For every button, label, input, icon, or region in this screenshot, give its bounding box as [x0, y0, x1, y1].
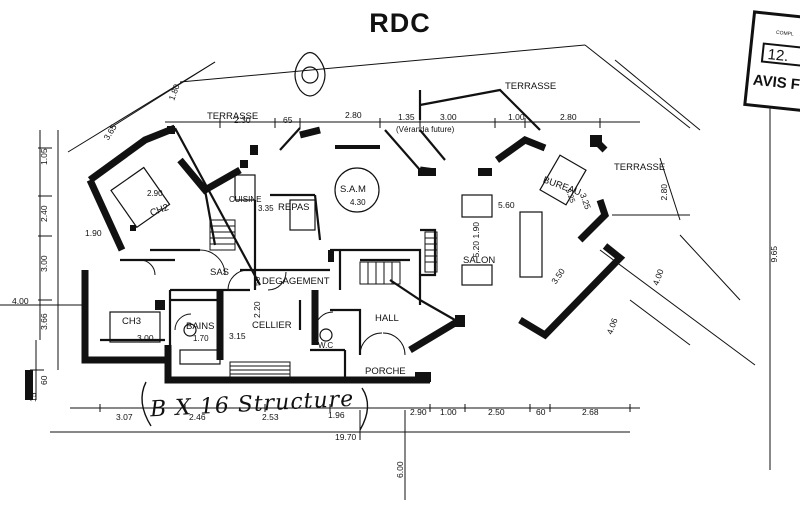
- approval-stamp: COMPL 12. AVIS F: [743, 10, 800, 114]
- wall-posts: [25, 126, 602, 400]
- room-label-cellier: CELLIER: [252, 320, 292, 331]
- dim-bottom-7: 2.50: [488, 407, 505, 417]
- plan-title: RDC: [369, 8, 431, 38]
- interior-walls: [100, 88, 541, 380]
- room-label-wc: W.C: [318, 341, 334, 350]
- dim-left-5: 3.00: [39, 255, 49, 272]
- dim-inner-2: 3.15: [229, 331, 246, 341]
- dim-top-2: 65: [283, 115, 293, 125]
- dim-bottom-6: 1.00: [440, 407, 457, 417]
- dim-below-total: 6.00: [395, 461, 405, 478]
- dim-inner-6: 5.20: [471, 240, 482, 258]
- dim-top-4: 1.35: [398, 112, 415, 122]
- stamp-box: 12.: [760, 42, 800, 68]
- dim-top-1: 2.30: [234, 115, 251, 125]
- dim-left-4: 1.90: [85, 228, 102, 238]
- dim-left-7: 3.66: [39, 313, 49, 330]
- room-label-degagement: DEGAGEMENT: [262, 276, 330, 287]
- dim-diag-7: 2.80: [659, 183, 670, 201]
- room-label-bains: BAINS: [186, 321, 215, 332]
- dim-inner-5: 1.90: [471, 221, 482, 239]
- dim-bottom-4: 1.96: [328, 410, 345, 420]
- stamp-line-2: COMPL: [775, 29, 794, 38]
- dim-top-6: 1.00: [508, 112, 525, 122]
- dim-bottom-5: 2.90: [410, 407, 427, 417]
- dim-bottom-9: 2.68: [582, 407, 599, 417]
- dim-left-3: 2.40: [39, 205, 49, 222]
- exterior-walls: [81, 124, 626, 384]
- dim-left-9: 15: [28, 392, 38, 402]
- door-swings: [139, 249, 406, 356]
- room-label-sas: SAS: [210, 267, 230, 278]
- room-label-sam: S.A.M: [340, 184, 366, 195]
- dim-left-2: 1.05: [39, 148, 49, 165]
- room-label-repas: REPAS: [278, 202, 310, 213]
- dim-top-5: 3.00: [440, 112, 457, 122]
- room-dim-repas: 3.35: [258, 204, 274, 213]
- veranda-label: (Véranda future): [396, 125, 455, 134]
- furniture: [109, 51, 587, 365]
- dim-bottom-2: 2.46: [189, 412, 206, 422]
- room-dim-bains: 1.70: [193, 334, 209, 343]
- staircase: [209, 219, 438, 381]
- dim-top-3: 2.80: [345, 110, 362, 120]
- room-label-ch3: CH3: [122, 316, 142, 327]
- dim-bottom-3: 2.53: [262, 412, 279, 422]
- dim-diag-2: 5.60: [498, 200, 515, 210]
- room-label-terrasse-right: TERRASSE: [614, 162, 666, 173]
- dim-left-6: 4.00: [12, 296, 29, 306]
- dim-inner-1: 3.00: [137, 333, 154, 343]
- room-label-terrasse-left: TERRASSE: [207, 111, 259, 122]
- dim-left-8: 60: [39, 375, 49, 385]
- dim-right-side: 9.65: [769, 245, 780, 263]
- room-label-cuisine: CUISINE: [229, 195, 262, 204]
- room-dim-ch2: 2.90: [147, 189, 163, 198]
- dim-top-7: 2.80: [560, 112, 577, 122]
- dim-inner-3: 2.20: [252, 301, 262, 318]
- room-label-porche: PORCHE: [365, 366, 406, 377]
- room-label-terrasse-top: TERRASSE: [505, 81, 557, 92]
- dim-bottom-8: 60: [536, 407, 546, 417]
- stamp-line-3: AVIS F: [752, 71, 800, 94]
- room-dim-sam: 4.30: [350, 198, 366, 207]
- dim-inner-4: 50: [252, 276, 262, 286]
- room-label-salon: SALON: [463, 255, 496, 266]
- room-label-hall: HALL: [375, 313, 399, 324]
- dim-total: 19.70: [335, 432, 357, 442]
- dimension-lines: [0, 44, 771, 500]
- dim-bottom-1: 3.07: [116, 412, 133, 422]
